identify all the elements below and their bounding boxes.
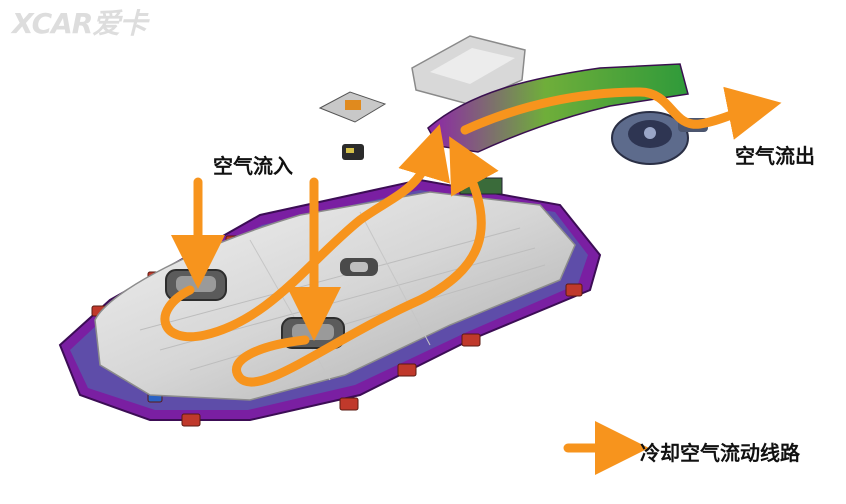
watermark-logo: XCAR爱卡 [12, 7, 147, 40]
legend-label: 冷却空气流动线路 [640, 441, 800, 465]
top-cover-piece [411, 35, 526, 105]
connector-module [342, 144, 364, 160]
control-module [318, 91, 387, 123]
air-inlet-label: 空气流入 [213, 154, 293, 178]
flow-path-duct [460, 86, 782, 140]
flow-path-loop-right [232, 136, 499, 387]
cooling-air-flow-lines [160, 86, 782, 475]
flow-path-loop-left [160, 124, 451, 342]
air-outlet-label: 空气流出 [735, 144, 815, 168]
center-vent [340, 258, 378, 276]
